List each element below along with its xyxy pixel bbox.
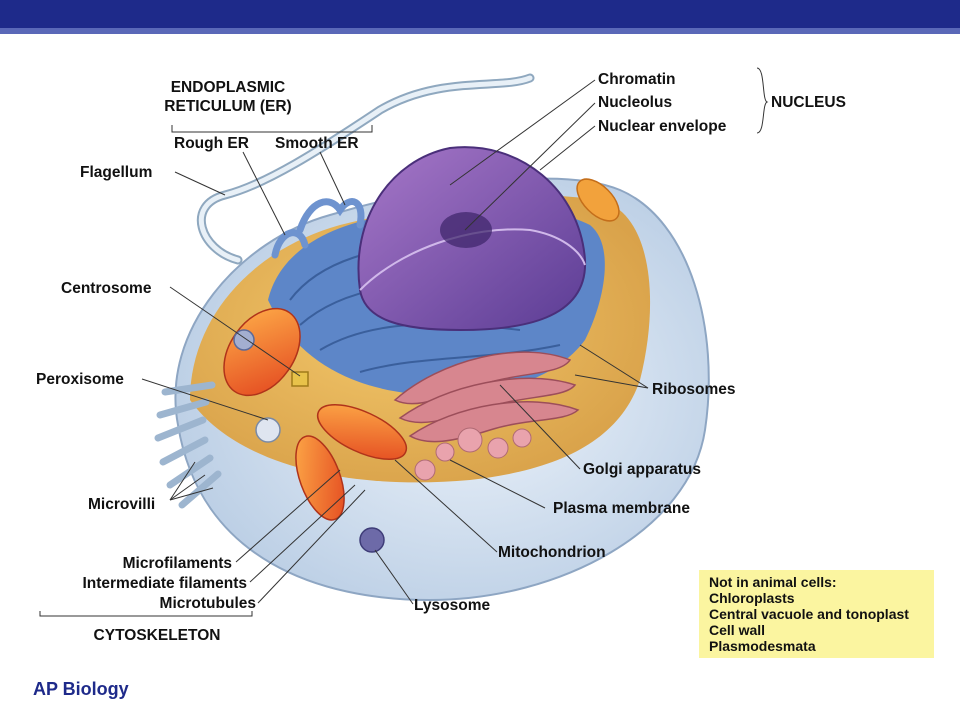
lysosome-shape [359,527,385,553]
microvilli-label: Microvilli [88,496,155,513]
note-item-chloroplasts: Chloroplasts [709,590,795,606]
flagellum-label: Flagellum [80,164,152,181]
note-heading: Not in animal cells: [709,574,837,590]
centrosome-label: Centrosome [61,280,152,297]
centrosome-shape [291,371,309,387]
plasma-membrane-label: Plasma membrane [553,500,690,517]
note-box [699,570,934,658]
microfilaments-label: Microfilaments [123,555,232,572]
nuclear-envelope-label: Nuclear envelope [598,118,727,135]
note-item-cell-wall: Cell wall [709,622,766,638]
nucleus-title: NUCLEUS [771,94,846,111]
chromatin-label: Chromatin [598,71,676,88]
note-item-central-vacuole: Central vacuole and tonoplast [709,606,909,622]
intermediate-filaments-label: Intermediate filaments [82,575,247,592]
peroxisome-label: Peroxisome [36,371,124,388]
lysosome-label: Lysosome [414,597,490,614]
note-text: Not in animal cells: Chloroplasts Centra… [709,574,909,654]
peroxisome-shape [255,417,281,443]
leader-lines [39,67,769,617]
er-title-line2: RETICULUM (ER) [164,98,291,115]
nucleolus-label: Nucleolus [598,94,672,111]
smooth-er-shape [271,198,365,259]
nucleolus-shape [440,212,492,248]
er-title-line1: ENDOPLASMIC [171,79,286,96]
course-footer: AP Biology [33,679,129,699]
smooth-er-label: Smooth ER [275,135,359,152]
note-item-plasmodesmata: Plasmodesmata [709,638,816,654]
mitochondrion-label: Mitochondrion [498,544,606,561]
golgi-shape [393,351,580,443]
rough-er-label: Rough ER [174,135,249,152]
ribosomes-label: Ribosomes [652,381,736,398]
microvilli-shape [154,381,222,509]
golgi-apparatus-label: Golgi apparatus [583,461,701,478]
microtubules-label: Microtubules [160,595,256,612]
header-band-line [0,28,960,34]
cytoskeleton-title: CYTOSKELETON [94,627,221,644]
header-band [0,0,960,28]
